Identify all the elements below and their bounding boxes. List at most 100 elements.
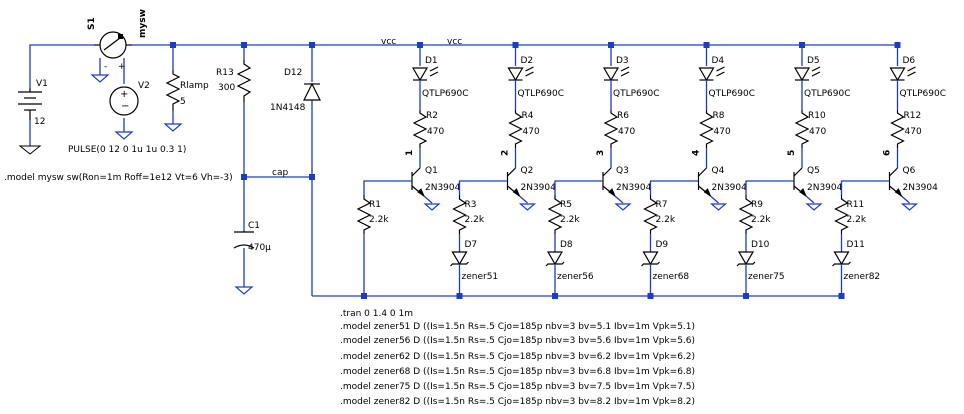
- net-number-label: 3: [596, 150, 606, 156]
- led-model-label: QTLP690C: [709, 89, 756, 99]
- svg-text:−: −: [121, 101, 129, 112]
- led-model-label: QTLP690C: [804, 89, 851, 99]
- zener-symbol: [737, 251, 755, 266]
- led-ref-label: D4: [712, 56, 725, 66]
- led-ref-label: D6: [903, 56, 916, 66]
- led-ref-label: D2: [521, 56, 534, 66]
- base-resistor-symbol: [452, 195, 467, 234]
- collector-resistor-symbol: [794, 110, 810, 148]
- transistor-model-label: 2N3904: [903, 183, 939, 193]
- channel-6: D6QTLP690CR124706Q62N3904R112.2kD11zener…: [832, 42, 947, 299]
- junction-dots-left: [170, 42, 315, 180]
- base-resistor-symbol: [643, 195, 658, 234]
- base-resistor-symbol: [547, 195, 563, 234]
- transistor-ref-label: Q5: [807, 166, 820, 176]
- collector-resistor-ref-label: R4: [522, 111, 534, 121]
- collector-resistor-value-label: 470: [523, 127, 540, 137]
- collector-resistor-ref-label: R12: [904, 111, 922, 121]
- zener-model-label: zener56: [557, 272, 594, 282]
- net-number-label: 1: [405, 150, 415, 156]
- led-model-label: QTLP690C: [900, 89, 947, 99]
- led-ref-label: D3: [616, 56, 629, 66]
- collector-resistor-ref-label: R2: [426, 111, 438, 121]
- ground-symbol: [423, 203, 441, 211]
- collector-resistor-value-label: 470: [809, 127, 826, 137]
- transistor-model-label: 2N3904: [521, 183, 557, 193]
- collector-resistor-value-label: 470: [427, 127, 444, 137]
- base-resistor-ref-label: R3: [465, 200, 477, 210]
- net-number-label: 2: [501, 150, 511, 156]
- zener-symbol: [451, 251, 468, 266]
- zener-ref-label: D9: [656, 240, 669, 250]
- led-symbol: [411, 67, 429, 82]
- base-resistor-ref-label: R7: [656, 200, 668, 210]
- transistor-model-label: 2N3904: [616, 183, 652, 193]
- base-resistor-value-label: 2.2k: [369, 215, 389, 225]
- net-number-label: 5: [787, 150, 797, 156]
- resistor-rlamp-symbol: [163, 70, 183, 132]
- zener-ref-label: D8: [560, 240, 573, 250]
- zener-symbol: [833, 251, 850, 266]
- base-resistor-symbol: [834, 195, 849, 234]
- led-symbol: [793, 67, 811, 82]
- net-number-label: 4: [692, 150, 702, 156]
- ground-symbol: [709, 203, 728, 211]
- ground-symbol: [518, 203, 537, 211]
- base-resistor-value-label: 2.2k: [847, 215, 867, 225]
- ground-symbol: [900, 203, 919, 211]
- transistor-model-label: 2N3904: [712, 183, 748, 193]
- led-symbol: [507, 67, 524, 82]
- zener-ref-label: D11: [847, 240, 865, 250]
- transistor-ref-label: Q3: [616, 166, 629, 176]
- net-number-label: 6: [883, 150, 893, 156]
- svg-text:+: +: [120, 89, 128, 100]
- resistor-r13-symbol: [236, 60, 252, 102]
- led-model-label: QTLP690C: [422, 89, 469, 99]
- zener-ref-label: D10: [751, 240, 770, 250]
- zener-model-label: zener75: [748, 272, 785, 282]
- capacitor-c1-symbol: [233, 231, 255, 295]
- base-resistor-ref-label: R1: [369, 200, 381, 210]
- collector-resistor-ref-label: R8: [713, 111, 725, 121]
- base-resistor-symbol: [738, 195, 754, 234]
- wires-left: [29, 44, 313, 296]
- led-symbol: [889, 67, 906, 82]
- collector-resistor-ref-label: R10: [808, 111, 826, 121]
- ground-symbol: [805, 203, 823, 211]
- transistor-model-label: 2N3904: [425, 183, 461, 193]
- base-resistor-ref-label: R11: [847, 200, 865, 210]
- base-resistor-value-label: 2.2k: [751, 215, 771, 225]
- led-model-label: QTLP690C: [518, 89, 565, 99]
- zener-ref-label: D7: [465, 240, 478, 250]
- diode-d12-symbol: [303, 82, 321, 101]
- wires-right: [312, 44, 898, 297]
- transistor-ref-label: Q1: [425, 166, 438, 176]
- collector-resistor-symbol: [890, 110, 905, 148]
- channel-5: D5QTLP690CR104705Q52N3904R92.2kD10zener7…: [736, 42, 851, 299]
- switch-s1-symbol: [90, 31, 132, 83]
- base-resistor-symbol: [356, 195, 372, 234]
- source-v2-symbol: + −: [109, 86, 139, 140]
- led-ref-label: D1: [425, 56, 438, 66]
- battery-v1-symbol: [18, 88, 42, 155]
- collector-resistor-value-label: 470: [905, 127, 922, 137]
- base-resistor-ref-label: R5: [560, 200, 572, 210]
- zener-model-label: zener82: [844, 272, 881, 282]
- collector-resistor-symbol: [412, 110, 428, 148]
- collector-resistor-symbol: [603, 110, 619, 148]
- led-symbol: [698, 67, 715, 82]
- led-model-label: QTLP690C: [613, 89, 660, 99]
- base-resistor-value-label: 2.2k: [465, 215, 485, 225]
- transistor-model-label: 2N3904: [807, 183, 843, 193]
- collector-resistor-ref-label: R6: [617, 111, 629, 121]
- base-resistor-ref-label: R9: [751, 200, 763, 210]
- zener-symbol: [642, 251, 659, 266]
- collector-resistor-value-label: 470: [618, 127, 635, 137]
- transistor-ref-label: Q2: [521, 166, 534, 176]
